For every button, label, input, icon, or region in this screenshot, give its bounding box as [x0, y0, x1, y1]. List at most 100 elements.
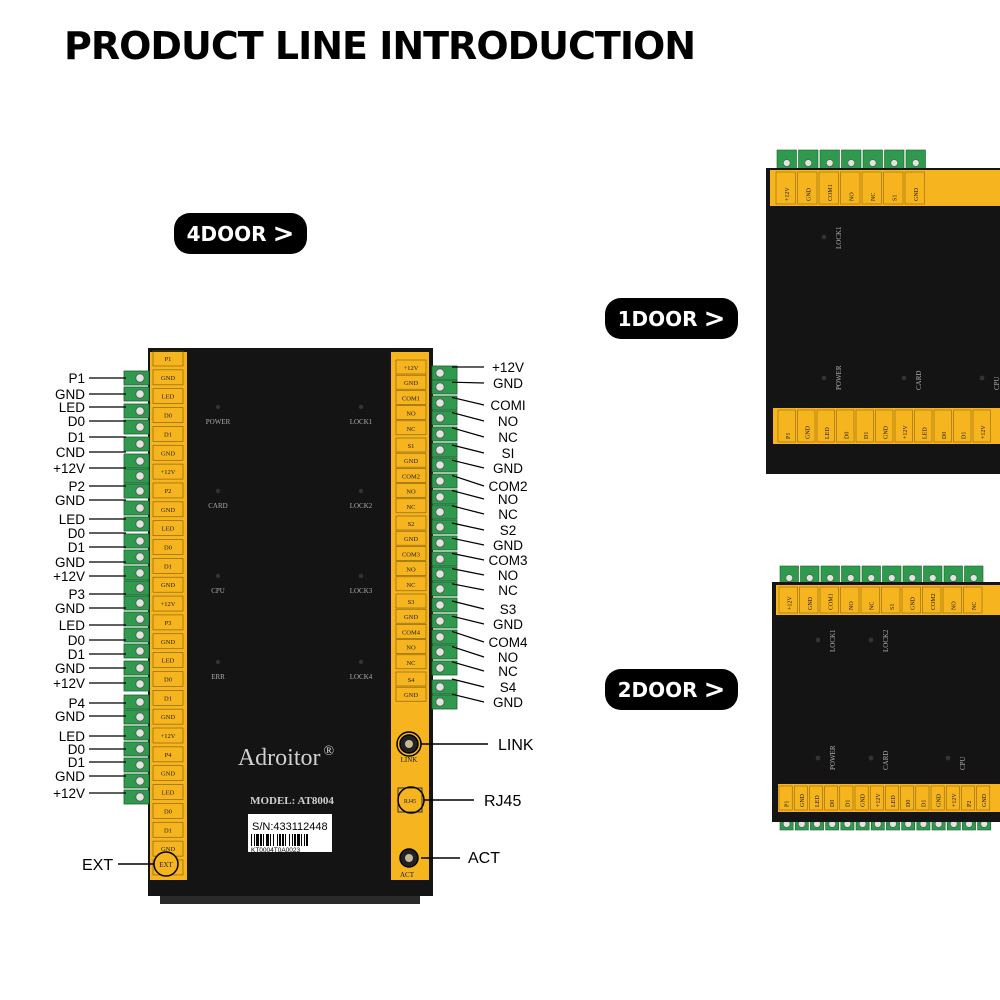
right-terminal-label: S4: [408, 677, 416, 684]
chevron-right-icon: >: [703, 674, 726, 705]
screw-icon: [949, 574, 957, 582]
right-callout-line: [451, 552, 485, 561]
screw-icon: [435, 507, 445, 517]
strip-cell-box: [963, 586, 983, 614]
led-dot: [868, 637, 874, 643]
led-dot: [358, 659, 364, 665]
right-terminal-label: GND: [404, 380, 418, 387]
led-label: CARD: [208, 502, 227, 510]
screw-icon: [435, 600, 445, 610]
right-callout-line: [451, 490, 485, 500]
left-callout-label: LED: [59, 400, 86, 415]
barcode-bar: [277, 834, 278, 846]
screw-icon: [435, 398, 445, 408]
right-cell-box: [395, 561, 427, 576]
right-terminal-label: COM3: [402, 551, 420, 558]
screw-icon: [435, 682, 445, 692]
left-callout-label: CND: [56, 445, 85, 460]
led-dot: [358, 404, 364, 410]
right-cell-box: [395, 686, 427, 702]
ext-callout: EXT: [82, 857, 113, 874]
screw-icon: [135, 598, 145, 608]
screw-icon: [890, 159, 898, 167]
screw-icon: [135, 630, 145, 640]
strip-terminal-label: P2: [967, 801, 973, 807]
left-cell-box: [152, 558, 184, 574]
screw-icon: [970, 574, 978, 582]
left-callout-label: GND: [55, 387, 85, 402]
right-terminal-label: GND: [404, 614, 418, 621]
left-cell-box: [152, 520, 184, 536]
right-cell-box: [395, 639, 427, 654]
strip-terminal-label: COM1: [828, 593, 834, 610]
screw-icon: [435, 382, 445, 392]
right-callout-line: [451, 693, 485, 703]
left-callout-label: LED: [59, 618, 86, 633]
led-dot: [215, 404, 221, 410]
strip-cell-box: [797, 409, 816, 443]
badge-4door-label: 4DOOR: [186, 221, 267, 246]
right-callout-label: GND: [493, 695, 523, 710]
left-callout-label: LED: [59, 512, 86, 527]
screw-icon: [785, 574, 793, 582]
strip-terminal-label: COM2: [931, 593, 937, 610]
strip-cell-box: [809, 785, 823, 811]
strip-cell-box: [945, 785, 960, 811]
strip-cell-box: [875, 409, 894, 443]
screw-icon: [826, 574, 834, 582]
strip-terminal-label: D1: [921, 800, 927, 807]
strip-cell-box: [869, 785, 884, 811]
right-callout-label: S2: [500, 523, 517, 538]
led-label: CPU: [993, 376, 1000, 390]
right-cell-box: [395, 420, 427, 436]
board2-body: [772, 582, 1000, 822]
right-callout-line: [451, 474, 485, 487]
barcode-bar: [282, 834, 284, 846]
right-cell-box: [395, 671, 427, 687]
screw-icon: [435, 413, 445, 423]
right-terminal-label: GND: [404, 458, 418, 465]
barcode: [251, 834, 308, 846]
left-callout-label: P2: [68, 479, 85, 494]
strip-terminal-label: GND: [982, 793, 988, 807]
strip-terminal-label: D1: [961, 432, 967, 439]
screw-icon: [912, 159, 920, 167]
left-callout-label: GND: [55, 493, 85, 508]
left-cell-box: [152, 576, 184, 593]
left-callout-label: D0: [68, 633, 85, 648]
barcode-bar: [304, 834, 305, 846]
left-terminal-label: GND: [161, 639, 175, 646]
barcode-bar: [256, 834, 259, 846]
led-dot: [815, 755, 821, 761]
right-cell-box: [395, 515, 427, 531]
board4-right-callouts: +12VGNDCOMINONCSIGNDCOM2NONCS2GNDCOM3NON…: [451, 360, 528, 710]
board4-brand: Adroitor®: [238, 744, 335, 771]
barcode-bar: [266, 834, 269, 846]
led-label: POWER: [206, 418, 231, 426]
strip-cell-box: [819, 586, 839, 614]
left-cell-box: [152, 784, 184, 800]
strip-terminal-label: GND: [861, 793, 867, 807]
barcode-bar: [301, 834, 302, 846]
screw-icon: [435, 584, 445, 594]
act-led-core: [405, 854, 413, 862]
left-terminal-label: D0: [164, 676, 172, 683]
strip-terminal-label: P1: [785, 801, 791, 807]
board4-model: MODEL: AT8004: [250, 795, 334, 807]
left-terminal-label: GND: [161, 771, 175, 778]
right-callout-line: [451, 412, 485, 422]
screw-icon: [135, 422, 145, 432]
led-label: CPU: [959, 756, 967, 770]
screw-icon: [135, 760, 145, 770]
right-cell-box: [395, 654, 427, 670]
barcode-bar: [254, 834, 255, 846]
led-dot: [979, 375, 985, 381]
ext-label-on-board: EXT: [159, 861, 173, 869]
left-callout-label: D1: [68, 647, 85, 662]
screw-icon: [435, 429, 445, 439]
strip-cell-box: [930, 785, 945, 811]
led-dot: [215, 488, 221, 494]
right-terminal-label: NO: [406, 567, 416, 574]
screw-icon: [435, 445, 445, 455]
